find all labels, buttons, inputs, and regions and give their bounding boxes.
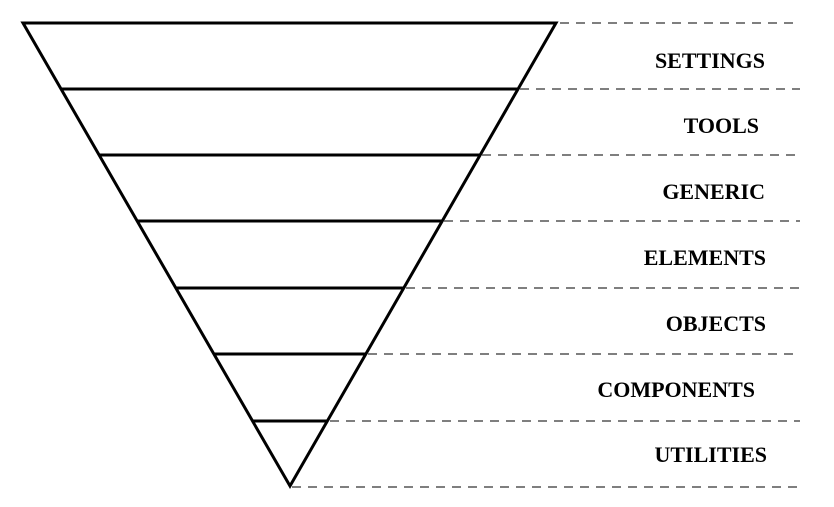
layer-label-objects: OBJECTS [666,311,766,336]
layer-label-utilities: UTILITIES [654,442,767,467]
dashed-guides [292,22,800,488]
pyramid-dividers [62,87,518,423]
layer-label-generic: GENERIC [662,179,765,204]
pyramid-triangle [20,21,559,490]
layer-label-elements: ELEMENTS [644,245,766,270]
pyramid-outline [20,21,559,490]
layer-label-components: COMPONENTS [597,377,755,402]
layer-label-settings: SETTINGS [655,48,765,73]
layer-labels: SETTINGS TOOLS GENERIC ELEMENTS OBJECTS … [597,48,767,467]
layer-label-tools: TOOLS [684,113,759,138]
